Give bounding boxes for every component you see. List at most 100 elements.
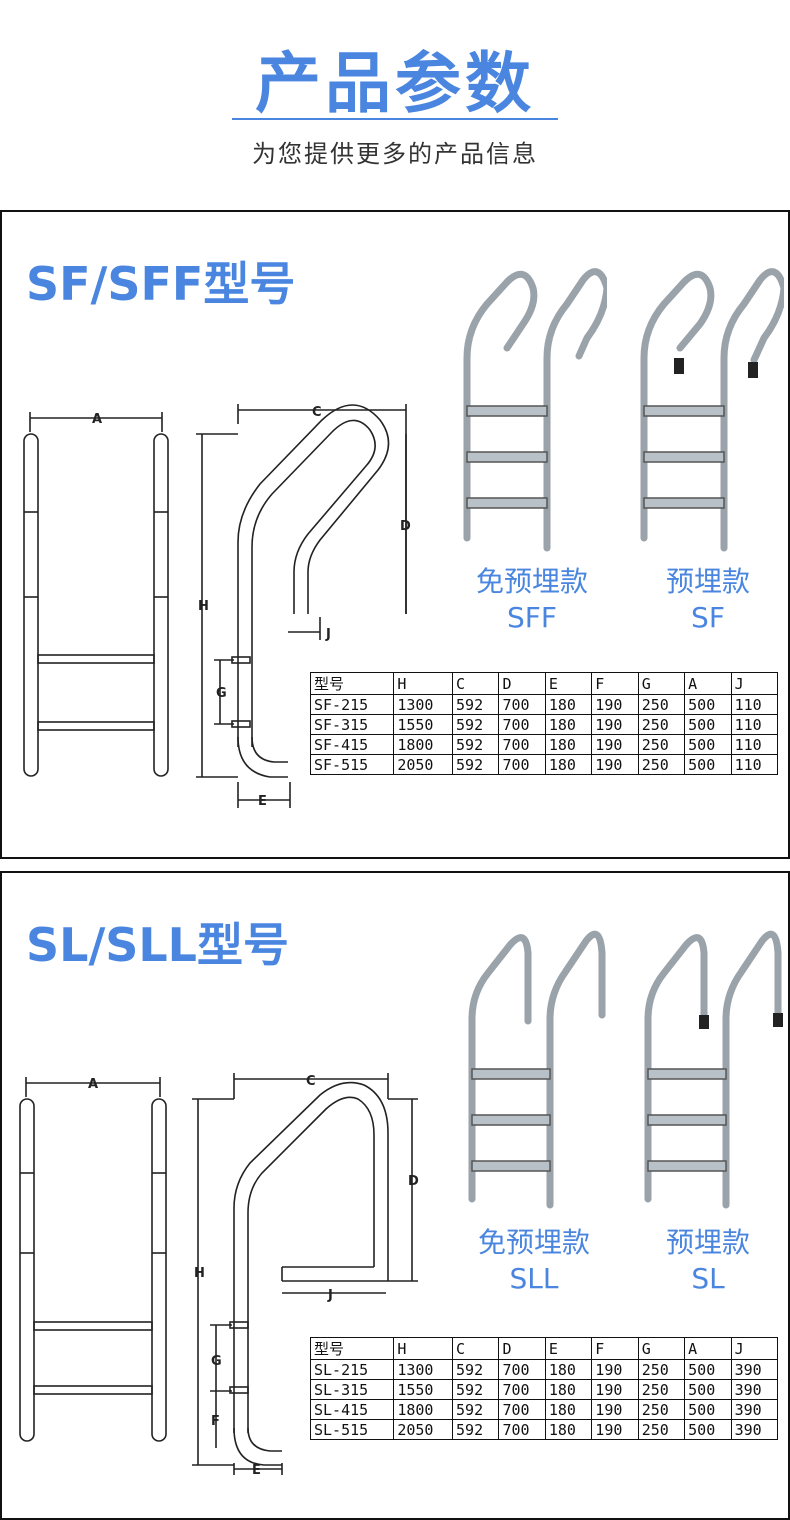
table-header: C [452, 672, 500, 695]
dim-label-g: G [216, 686, 227, 701]
section-sf-sff: SF/SFF型号 [0, 210, 790, 859]
dim-label-e: E [252, 1463, 261, 1478]
table-cell: 180 [544, 694, 593, 715]
table-header: C [452, 1337, 500, 1360]
table-cell: 190 [591, 694, 639, 715]
dim-label-c: C [312, 405, 322, 420]
table-row: SF-315 1550 592 700 180 190 250 500 110 [309, 714, 779, 735]
table-cell: 2050 [393, 1419, 454, 1440]
table-cell: 592 [452, 734, 500, 755]
variant-code: SLL [509, 1262, 559, 1295]
table-cell: 190 [591, 734, 639, 755]
table-row: SL-215 1300 592 700 180 190 250 500 390 [309, 1359, 779, 1380]
table-cell: 500 [684, 754, 732, 775]
table-cell: 180 [544, 714, 593, 735]
variant-name: 预埋款 [665, 1226, 750, 1259]
dim-label-d: D [408, 1174, 419, 1189]
table-cell: 700 [498, 754, 546, 775]
table-cell: SF-215 [309, 694, 395, 715]
table-cell: 390 [730, 1359, 779, 1380]
table-header: J [730, 1337, 779, 1360]
dim-label-j: J [327, 1288, 333, 1303]
table-cell: SF-415 [309, 734, 395, 755]
table-header: 型号 [309, 1337, 395, 1360]
table-cell: SL-515 [309, 1419, 395, 1440]
anchor-cap [748, 362, 758, 378]
dim-label-e: E [258, 794, 267, 809]
table-cell: 500 [684, 1419, 732, 1440]
variant-name: 免预埋款 [477, 1226, 590, 1259]
table-cell: 390 [730, 1399, 779, 1420]
front-step-1 [37, 654, 155, 664]
dim-label-j: J [325, 627, 331, 642]
table-cell: 500 [684, 1399, 732, 1420]
ladder-photo-sl [644, 930, 783, 1209]
table-cell: SL-215 [309, 1359, 395, 1380]
table-cell: 700 [498, 1399, 546, 1420]
table-cell: 1800 [393, 734, 454, 755]
table-cell: 190 [591, 1419, 639, 1440]
table-header: J [730, 672, 779, 695]
table-cell: 700 [498, 734, 546, 755]
section-title: SL/SLL型号 [26, 918, 289, 972]
table-cell: 500 [684, 1359, 732, 1380]
table-cell: 500 [684, 1379, 732, 1400]
table-header: F [591, 672, 639, 695]
table-cell: 250 [637, 1379, 686, 1400]
dim-label-h: H [194, 1266, 205, 1281]
table-header: 型号 [309, 672, 395, 695]
table-row: SL-315 1550 592 700 180 190 250 500 390 [309, 1379, 779, 1400]
front-left-rail [23, 433, 39, 777]
table-row: SF-415 1800 592 700 180 190 250 500 110 [309, 734, 779, 755]
table-cell: 700 [498, 714, 546, 735]
table-cell: 592 [452, 714, 500, 735]
table-cell: 1800 [393, 1399, 454, 1420]
table-cell: 1300 [393, 1359, 454, 1380]
table-cell: 250 [637, 714, 686, 735]
table-cell: 2050 [393, 754, 454, 775]
ladder-dimension-drawing: A C D H G J E [23, 404, 411, 809]
anchor-cap [699, 1015, 709, 1029]
table-header: G [637, 672, 686, 695]
front-left-rail [19, 1098, 35, 1442]
table-header: H [393, 1337, 454, 1360]
table-cell: 190 [591, 1359, 639, 1380]
ladder-photo-sf [640, 268, 784, 552]
table-cell: 180 [544, 1359, 593, 1380]
table-cell: 592 [452, 1399, 500, 1420]
table-cell: 250 [637, 1359, 686, 1380]
table-header-row: 型号 H C D E F G A J [309, 672, 779, 695]
table-header-row: 型号 H C D E F G A J [309, 1337, 779, 1360]
table-cell: 250 [637, 754, 686, 775]
table-header: D [498, 1337, 546, 1360]
variant-name: 预埋款 [665, 565, 750, 598]
table-header: H [393, 672, 454, 695]
variant-label-sl: 预埋款 SL [628, 1225, 788, 1297]
ladder-dimension-drawing: A C D H G J F E [19, 1073, 419, 1478]
table-cell: 250 [637, 1419, 686, 1440]
table-cell: 180 [544, 1399, 593, 1420]
table-cell: 500 [684, 714, 732, 735]
table-cell: SF-515 [309, 754, 395, 775]
table-cell: 390 [730, 1419, 779, 1440]
front-step-1 [33, 1321, 153, 1331]
table-cell: 700 [498, 1359, 546, 1380]
table-cell: 250 [637, 694, 686, 715]
dim-label-h: H [198, 599, 209, 614]
dim-label-g: G [211, 1354, 222, 1369]
table-cell: SL-415 [309, 1399, 395, 1420]
variant-code: SFF [507, 601, 557, 634]
table-cell: 190 [591, 754, 639, 775]
table-cell: 700 [498, 1419, 546, 1440]
table-header: F [591, 1337, 639, 1360]
table-cell: SL-315 [309, 1379, 395, 1400]
table-cell: 592 [452, 1419, 500, 1440]
dim-label-d: D [400, 519, 411, 534]
table-row: SL-415 1800 592 700 180 190 250 500 390 [309, 1399, 779, 1420]
table-cell: 180 [544, 734, 593, 755]
table-row: SF-515 2050 592 700 180 190 250 500 110 [309, 754, 779, 775]
table-cell: 180 [544, 754, 593, 775]
variant-label-sff: 免预埋款 SFF [452, 564, 612, 636]
variant-name: 免预埋款 [475, 565, 588, 598]
dim-label-c: C [306, 1074, 316, 1089]
